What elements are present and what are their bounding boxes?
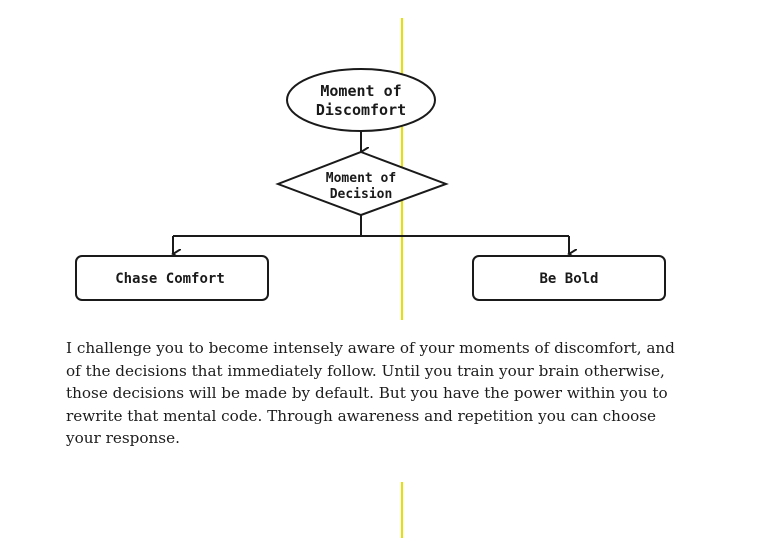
outcome-chase-comfort: Chase Comfort <box>75 255 269 301</box>
decision-node-diamond <box>275 150 449 217</box>
start-node-moment-of-discomfort: Moment of Discomfort <box>286 68 436 132</box>
outcome-chase-comfort-box <box>75 255 269 301</box>
connector-decision-to-branches <box>173 214 569 237</box>
decision-node-label-line1: Moment of <box>326 171 396 186</box>
yellow-guide-line-bottom <box>401 482 403 538</box>
start-node-label-line2: Discomfort <box>316 101 406 119</box>
outcome-chase-comfort-label: Chase Comfort <box>115 271 225 287</box>
decision-node-moment-of-decision: Moment of Decision <box>275 150 449 217</box>
decision-node-label-line2: Decision <box>330 187 393 202</box>
start-node-label-line1: Moment of <box>320 82 401 100</box>
body-paragraph: I challenge you to become intensely awar… <box>66 339 675 447</box>
decision-flowchart: Moment of Discomfort Moment of Decision … <box>75 68 666 301</box>
start-node-ellipse <box>286 68 436 132</box>
outcome-be-bold: Be Bold <box>472 255 666 301</box>
outcome-be-bold-box <box>472 255 666 301</box>
outcome-be-bold-label: Be Bold <box>539 271 598 287</box>
